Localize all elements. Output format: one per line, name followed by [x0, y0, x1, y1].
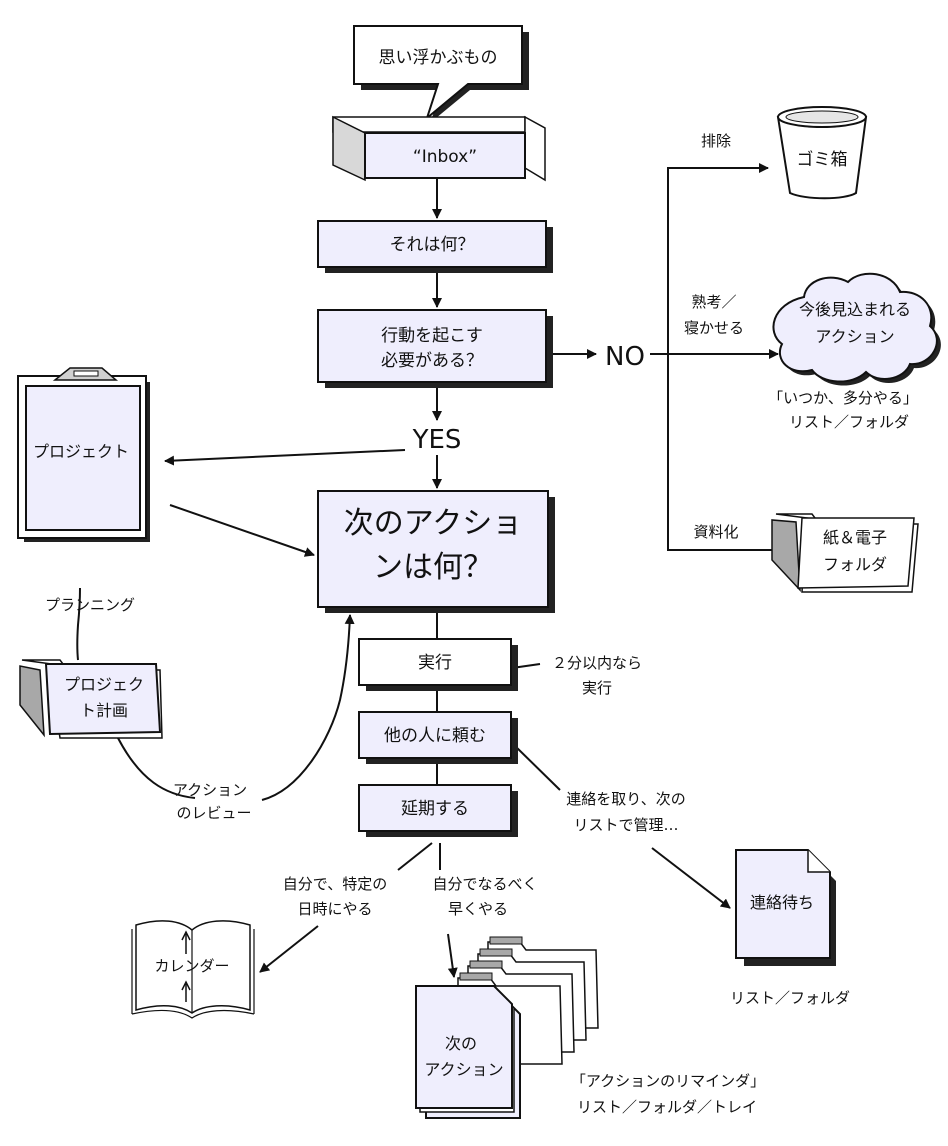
what-is-it-label: それは何？ [390, 235, 475, 255]
specific-time-label-1: 自分で、特定の [283, 875, 387, 893]
review-label-1: アクション [173, 781, 247, 799]
trash-label: ゴミ箱 [797, 149, 848, 170]
next-actions-label-1: 次の [445, 1034, 477, 1053]
reminder-list-label-2: リスト／フォルダ／トレイ [577, 1098, 757, 1116]
next-action-label-1: 次のアクショ [344, 506, 523, 541]
arrow-no-to-trash [650, 163, 769, 355]
trash-can: ゴミ箱 [776, 106, 868, 200]
reference-folder: 紙＆電子 フォルダ [771, 513, 919, 593]
project-clipboard: プロジェクト [17, 367, 150, 542]
project-label: プロジェクト [33, 442, 129, 461]
project-plan-label-2: ト計画 [80, 701, 128, 720]
defer-box: 延期する [358, 784, 518, 837]
project-plan-folder: プロジェク ト計画 [19, 659, 163, 739]
arrow-yes-to-project [164, 449, 406, 466]
next-action-box: 次のアクショ ンは何？ [317, 490, 555, 613]
actionable-label-1: 行動を起こす [381, 326, 483, 346]
actionable-label-2: 必要がある？ [381, 351, 483, 371]
incubate-label-1: 熟考／ [691, 293, 736, 311]
actionable-box: 行動を起こす 必要がある？ [317, 309, 553, 388]
asap-label-1: 自分でなるべく [432, 875, 537, 893]
do-it-box: 実行 [358, 638, 518, 691]
next-actions-stack: 次の アクション [415, 936, 599, 1119]
waiting-for-doc: 連絡待ち [735, 849, 836, 966]
what-is-it-box: それは何？ [317, 220, 553, 273]
inbox-label: “Inbox” [413, 147, 477, 167]
someday-cloud: 今後見込まれる アクション [772, 272, 941, 386]
calendar-label: カレンダー [154, 957, 229, 975]
thoughts-label: 思い浮かぶもの [379, 48, 498, 68]
someday-list-label-1: 「いつか、多分やる」 [768, 389, 918, 407]
line-delegate-note [511, 742, 561, 791]
line-defer-specific [397, 842, 433, 871]
calendar-book: カレンダー [131, 920, 255, 1019]
reference-label-1: 紙＆電子 [823, 528, 887, 547]
arrow-review-to-next-action [261, 614, 355, 801]
arrow-no-to-reference [667, 354, 785, 555]
cloud-icon [772, 272, 938, 383]
next-action-label-2: ンは何？ [373, 550, 493, 585]
delegate-note-label-2: リストで管理… [573, 816, 678, 834]
delegate-box: 他の人に頼む [358, 711, 518, 764]
arrow-to-next-actions [447, 933, 458, 978]
two-minute-label-1: ２分以内なら [552, 654, 642, 672]
delegate-note-label-1: 連絡を取り、次の [566, 790, 685, 808]
review-label-2: のレビュー [176, 804, 251, 822]
yes-label: YES [412, 425, 462, 455]
defer-label: 延期する [401, 799, 469, 819]
someday-label-1: 今後見込まれる [799, 300, 911, 319]
waiting-list-label: リスト／フォルダ [730, 989, 850, 1007]
line-plan-to-review [117, 737, 196, 799]
inbox-tray: “Inbox” [332, 115, 546, 182]
waiting-for-label: 連絡待ち [750, 893, 814, 912]
specific-time-label-2: 日時にやる [297, 900, 372, 918]
delegate-label: 他の人に頼む [384, 726, 486, 746]
trash-icon [776, 116, 868, 200]
folder-stack-icon [415, 985, 513, 1109]
someday-label-2: アクション [815, 327, 894, 346]
someday-list-label-2: リスト／フォルダ [789, 413, 909, 431]
do-it-label: 実行 [418, 653, 452, 673]
arrow-project-to-next-action [169, 504, 315, 557]
reminder-list-label-1: 「アクションのリマインダ」 [571, 1072, 765, 1090]
two-minute-label-2: 実行 [582, 679, 612, 697]
project-plan-label-1: プロジェク [64, 675, 144, 694]
next-actions-label-2: アクション [424, 1060, 503, 1079]
calendar-icon [135, 920, 251, 1014]
reference-label-2: フォルダ [823, 555, 887, 574]
eliminate-label: 排除 [701, 132, 731, 150]
thoughts-callout: 思い浮かぶもの [353, 25, 529, 123]
arrow-to-calendar [259, 925, 319, 973]
incubate-label-2: 寝かせる [684, 319, 744, 337]
asap-label-2: 早くやる [448, 900, 508, 918]
arrow-to-waiting-for [651, 847, 731, 909]
planning-label: プランニング [45, 596, 135, 614]
no-label: NO [605, 342, 645, 372]
line-project-to-plan [76, 587, 81, 661]
file-label: 資料化 [693, 523, 738, 541]
document-icon [735, 849, 831, 959]
